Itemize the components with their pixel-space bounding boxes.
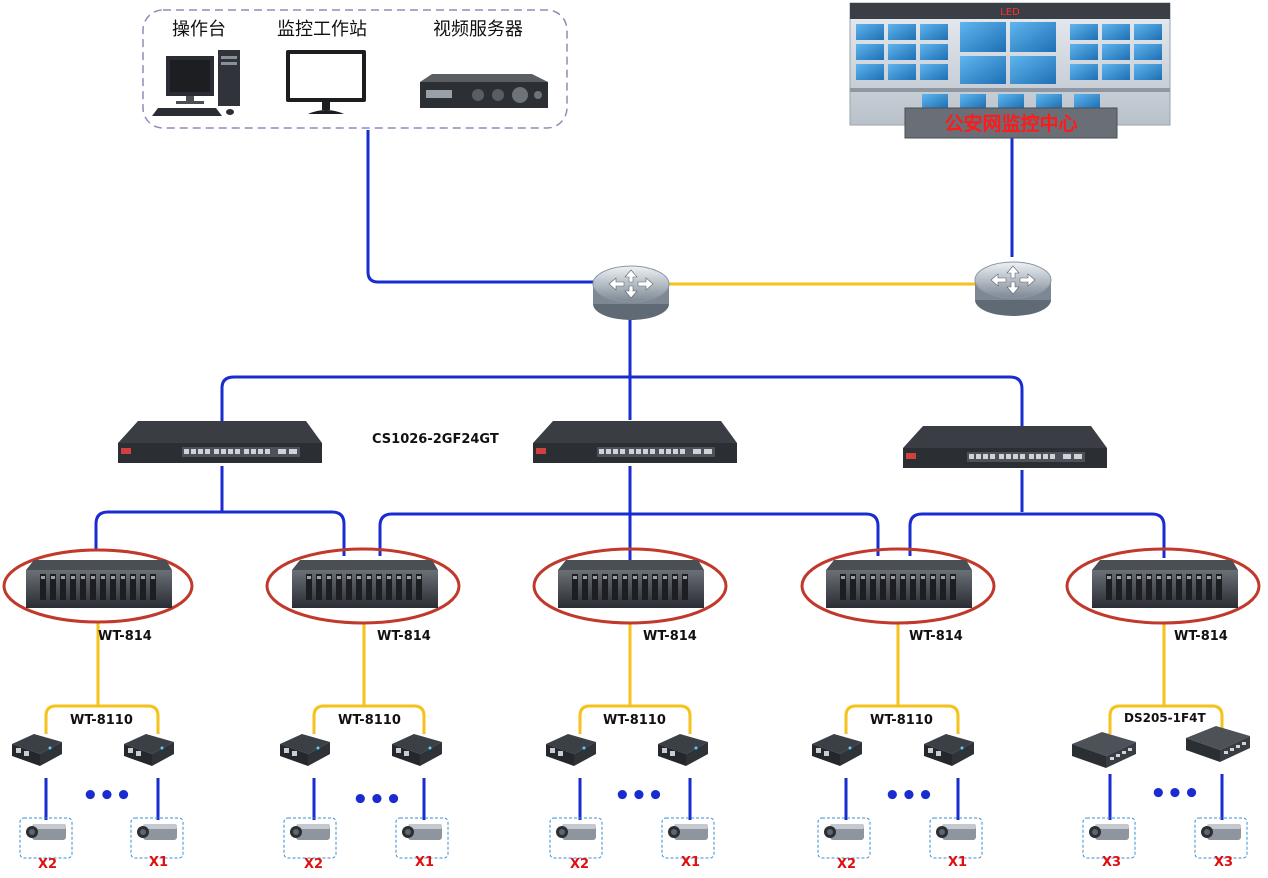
camera-left-label: X3 — [1102, 855, 1121, 870]
camera-right-label: X3 — [1214, 855, 1233, 870]
media-converter-chassis-icon — [1092, 560, 1238, 608]
ellipsis-dots: ••• — [82, 781, 132, 811]
chassis-2: WT-814 — [265, 547, 461, 644]
group-1: WT-8110 ••• X2 X1 — [12, 713, 184, 872]
camera-right-label: X1 — [149, 855, 168, 870]
camera-left-icon — [817, 817, 871, 859]
ds205-switch-right-icon — [1186, 726, 1250, 762]
camera-right-icon — [661, 817, 715, 859]
police-center-building-icon: LED 公安网监控中心 — [849, 2, 1171, 139]
core-switch-label: CS1026-2GF24GT — [372, 432, 499, 447]
chassis-1: WT-814 — [2, 548, 194, 644]
chassis-3: WT-814 — [532, 547, 728, 644]
workstation-label: 监控工作站 — [277, 19, 367, 40]
core-router-icon — [592, 265, 670, 320]
chassis-label: WT-814 — [909, 629, 963, 644]
chassis-label: WT-814 — [377, 629, 431, 644]
chassis-label: WT-814 — [98, 629, 152, 644]
chassis-highlight-ellipse — [1065, 547, 1261, 625]
camera-left-icon — [549, 817, 603, 859]
console-label: 操作台 — [172, 19, 226, 40]
media-converter-left-icon — [280, 734, 330, 766]
ellipsis-dots: ••• — [614, 781, 664, 811]
chassis-highlight-ellipse — [2, 548, 194, 624]
converter-model-label: WT-8110 — [70, 713, 133, 728]
camera-left-icon — [1082, 817, 1136, 859]
camera-right-icon — [395, 817, 449, 859]
ellipsis-dots: ••• — [884, 781, 934, 811]
chassis-highlight-ellipse — [265, 547, 461, 625]
monitor-icon — [286, 50, 366, 114]
led-sign: LED — [1000, 7, 1020, 18]
media-converter-chassis-icon — [292, 560, 438, 608]
media-converter-chassis-icon — [558, 560, 704, 608]
chassis-5: WT-814 — [1065, 547, 1261, 644]
group-4: WT-8110 ••• X2 X1 — [812, 713, 983, 872]
camera-left-icon — [283, 817, 337, 859]
group-5: DS205-1F4T ••• X3 X3 — [1072, 711, 1250, 870]
camera-right-label: X1 — [681, 855, 700, 870]
camera-left-label: X2 — [304, 857, 323, 872]
camera-right-label: X1 — [948, 855, 967, 870]
copper-links — [44, 130, 1224, 820]
media-converter-right-icon — [924, 734, 974, 766]
fiber-links — [44, 282, 1224, 734]
access-switch-3-icon — [903, 426, 1107, 468]
access-switch-2-icon — [533, 421, 737, 463]
camera-right-icon — [130, 817, 184, 859]
console-pc-icon — [152, 50, 240, 116]
ds205-switch-left-icon — [1072, 732, 1136, 768]
media-converter-left-icon — [12, 734, 62, 766]
camera-left-label: X2 — [570, 857, 589, 872]
camera-right-label: X1 — [415, 855, 434, 870]
camera-right-icon — [929, 817, 983, 859]
chassis-highlight-ellipse — [800, 547, 996, 625]
converter-model-label: WT-8110 — [870, 713, 933, 728]
chassis-4: WT-814 — [800, 547, 996, 644]
media-converter-right-icon — [392, 734, 442, 766]
chassis-highlight-ellipse — [532, 547, 728, 625]
media-converter-chassis-icon — [826, 560, 972, 608]
chassis-label: WT-814 — [1174, 629, 1228, 644]
media-converter-right-icon — [658, 734, 708, 766]
remote-router-icon — [974, 261, 1052, 316]
police-center-label: 公安网监控中心 — [944, 112, 1077, 135]
group-2: WT-8110 ••• X2 X1 — [280, 713, 449, 872]
camera-left-icon — [19, 817, 73, 859]
video-server-label: 视频服务器 — [433, 19, 523, 40]
media-converter-left-icon — [812, 734, 862, 766]
camera-left-label: X2 — [38, 857, 57, 872]
camera-right-icon — [1194, 817, 1248, 859]
camera-left-label: X2 — [837, 857, 856, 872]
converter-model-label: DS205-1F4T — [1124, 711, 1207, 725]
media-converter-right-icon — [124, 734, 174, 766]
ellipsis-dots: ••• — [1150, 779, 1200, 809]
chassis-label: WT-814 — [643, 629, 697, 644]
media-converter-left-icon — [546, 734, 596, 766]
ellipsis-dots: ••• — [352, 785, 402, 815]
media-converter-chassis-icon — [26, 560, 172, 608]
converter-model-label: WT-8110 — [603, 713, 666, 728]
converter-model-label: WT-8110 — [338, 713, 401, 728]
access-switch-1-icon — [118, 421, 322, 463]
control-room-group: 操作台 监控工作站 视频服务器 — [142, 9, 568, 129]
dvr-icon — [420, 74, 548, 108]
group-3: WT-8110 ••• X2 X1 — [546, 713, 715, 872]
